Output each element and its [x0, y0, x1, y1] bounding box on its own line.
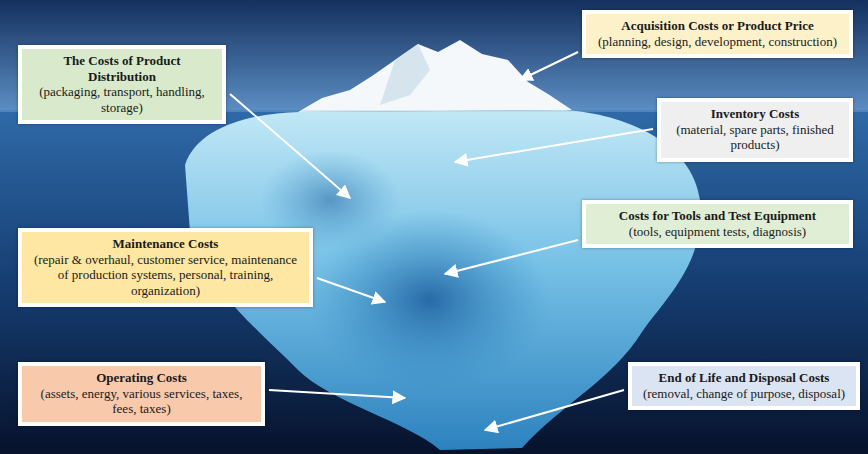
leader-line — [317, 278, 385, 302]
leader-line — [485, 390, 624, 430]
leader-line — [269, 390, 405, 398]
cost-callout-box: Acquisition Costs or Product Price(plann… — [582, 10, 853, 58]
cost-callout-box: Operating Costs(assets, energy, various … — [18, 362, 265, 426]
callout-heading: Maintenance Costs — [30, 236, 301, 252]
leader-line — [520, 52, 578, 80]
callout-body: (material, spare parts, finished product… — [669, 122, 841, 153]
callout-heading: The Costs of Product Distribution — [30, 53, 214, 84]
cost-callout-box: Costs for Tools and Test Equipment(tools… — [582, 200, 853, 248]
callout-body: (assets, energy, various services, taxes… — [30, 386, 253, 417]
callout-body: (repair & overhaul, customer service, ma… — [30, 252, 301, 299]
callout-body: (packaging, transport, handling, storage… — [30, 84, 214, 115]
leader-line — [455, 129, 653, 162]
callout-heading: Operating Costs — [30, 370, 253, 386]
callout-heading: Inventory Costs — [669, 106, 841, 122]
cost-callout-box: The Costs of Product Distribution(packag… — [18, 45, 226, 124]
iceberg-tip — [298, 40, 572, 112]
callout-heading: End of Life and Disposal Costs — [640, 370, 848, 386]
callout-heading: Costs for Tools and Test Equipment — [594, 208, 841, 224]
cost-callout-box: End of Life and Disposal Costs(removal, … — [628, 362, 860, 410]
callout-body: (planning, design, development, construc… — [594, 34, 841, 50]
cost-callout-box: Inventory Costs(material, spare parts, f… — [657, 98, 853, 162]
cost-callout-box: Maintenance Costs(repair & overhaul, cus… — [18, 228, 313, 307]
callout-body: (removal, change of purpose, disposal) — [640, 386, 848, 402]
leader-line — [230, 94, 350, 198]
leader-line — [445, 240, 578, 274]
callout-body: (tools, equipment tests, diagnosis) — [594, 224, 841, 240]
callout-heading: Acquisition Costs or Product Price — [594, 18, 841, 34]
iceberg-tip-shade — [380, 44, 430, 105]
